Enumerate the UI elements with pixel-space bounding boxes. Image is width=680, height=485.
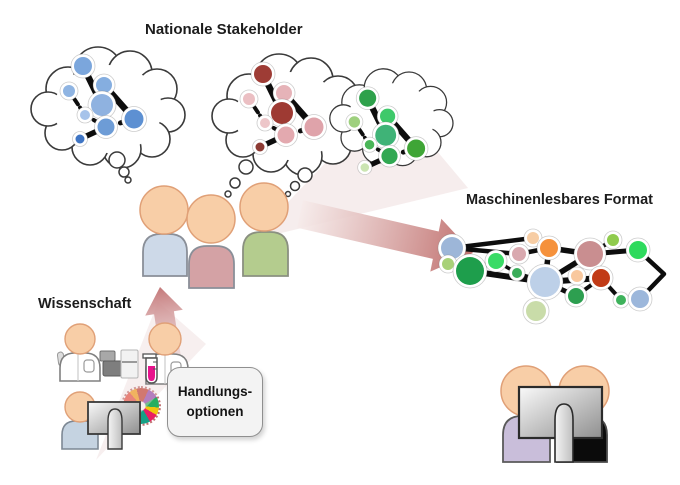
arrow-to-machine-format xyxy=(297,200,473,272)
scientist-head xyxy=(64,323,96,355)
scientist-at-monitor xyxy=(61,391,141,450)
monitor-stand xyxy=(554,403,574,463)
bubble-tail-green xyxy=(284,167,313,198)
bubble-network-green xyxy=(345,86,429,176)
stakeholder-person-middle xyxy=(186,194,236,289)
analysts-at-computer xyxy=(500,365,610,463)
person-body xyxy=(142,233,188,277)
scientist-head xyxy=(148,322,182,356)
stakeholder-person-right xyxy=(239,182,289,277)
bubble-tail-blue xyxy=(108,151,132,184)
person-head xyxy=(239,182,289,232)
test-tube-icon xyxy=(142,353,158,384)
coat-pocket xyxy=(83,359,95,373)
person-head xyxy=(139,185,189,235)
label-maschinenlesbares-format: Maschinenlesbares Format xyxy=(466,192,653,208)
science-group xyxy=(56,322,189,450)
lab-instrument-icon xyxy=(99,349,139,379)
person-head xyxy=(186,194,236,244)
machine-readable-network xyxy=(437,228,667,325)
handlungsoptionen-box: Handlungs- optionen xyxy=(167,367,263,437)
bubble-network-red xyxy=(239,61,327,155)
options-line-1: Handlungs- xyxy=(177,383,253,399)
options-line-2: optionen xyxy=(186,404,244,419)
bubble-tail-red xyxy=(224,159,254,198)
bubble-network-blue xyxy=(59,53,147,147)
stakeholder-person-left xyxy=(139,185,189,277)
label-nationale-stakeholder: Nationale Stakeholder xyxy=(145,21,303,38)
person-body xyxy=(242,231,289,277)
label-wissenschaft: Wissenschaft xyxy=(38,296,132,312)
monitor-stand xyxy=(107,408,123,450)
person-body xyxy=(188,245,235,289)
